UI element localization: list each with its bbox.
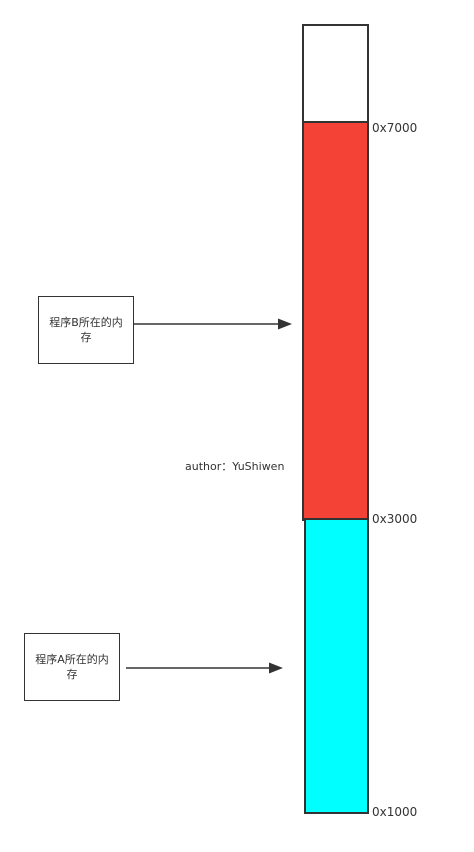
free-memory-segment [302, 24, 369, 123]
author-credit: author：YuShiwen [185, 460, 285, 473]
program-b-memory-segment [302, 121, 369, 521]
address-label-top: 0x7000 [372, 121, 418, 135]
address-label-bottom: 0x1000 [372, 805, 418, 819]
arrow-program-b [134, 318, 292, 330]
program-b-label-text: 程序B所在的内存 [49, 316, 123, 344]
program-a-label-box: 程序A所在的内存 [24, 633, 120, 701]
program-b-label-box: 程序B所在的内存 [38, 296, 134, 364]
address-label-middle: 0x3000 [372, 512, 418, 526]
program-a-label-text: 程序A所在的内存 [35, 653, 109, 681]
arrow-program-a [126, 662, 283, 674]
program-a-memory-segment [304, 518, 369, 814]
